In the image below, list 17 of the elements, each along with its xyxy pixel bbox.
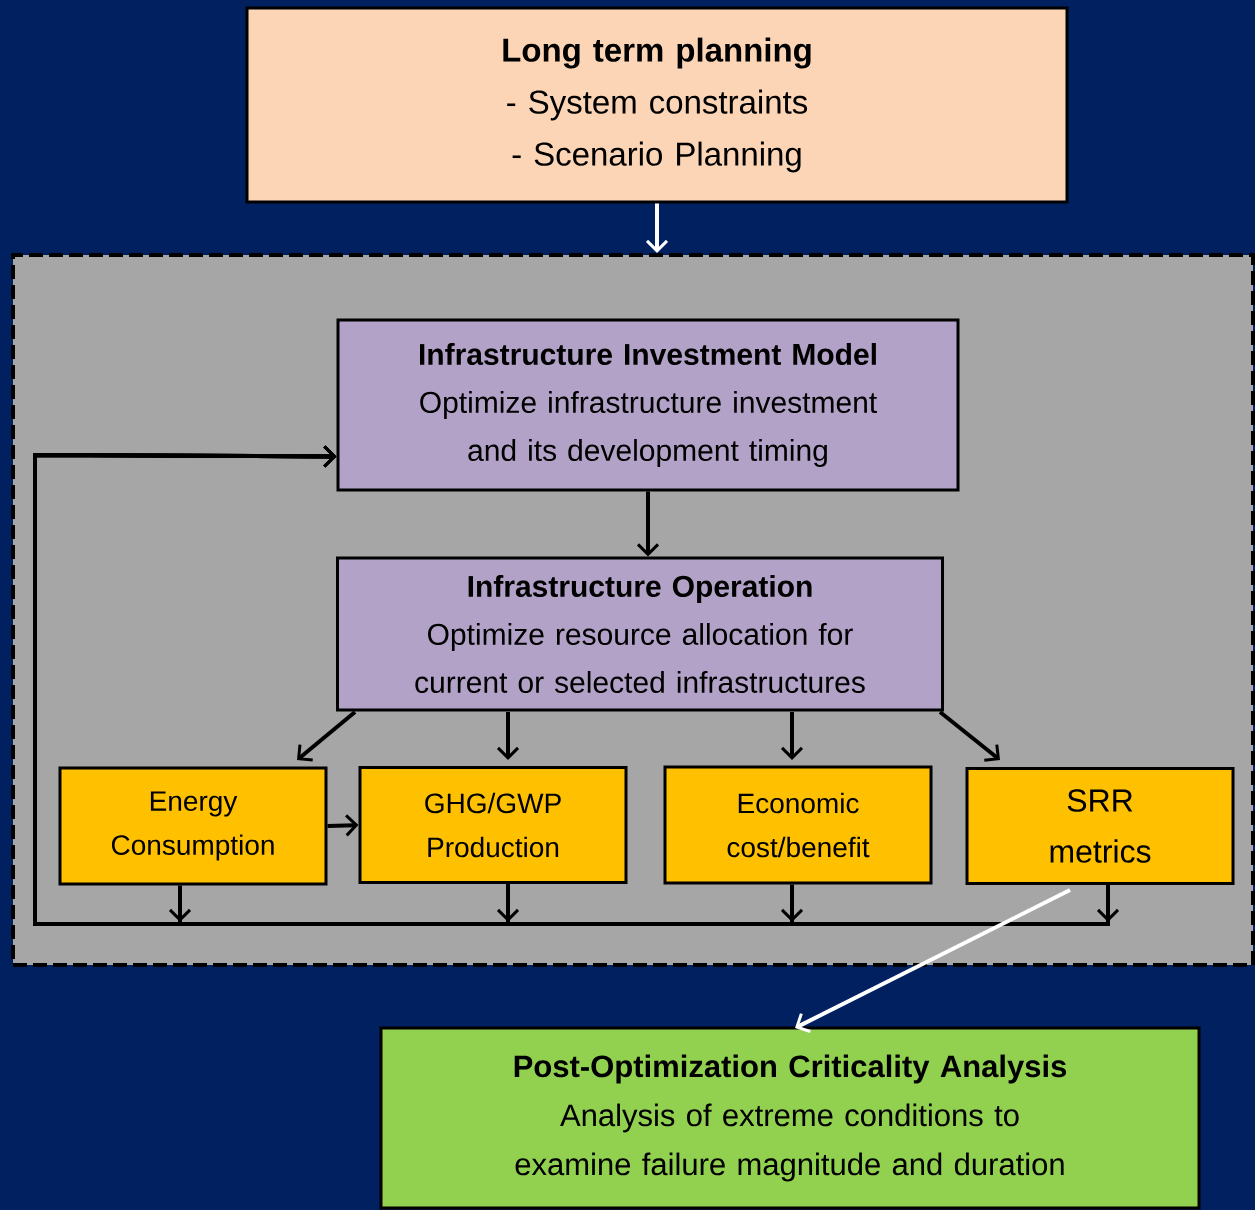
process-box: Infrastructure Investment Model Optimize infrastructure investment and its development timing (336, 318, 960, 492)
arrow (496, 712, 520, 760)
output-box: GHG/GWP Production (358, 766, 628, 884)
arrow (795, 888, 1071, 1033)
output-box: Economic cost/benefit (663, 765, 933, 885)
arrow (780, 712, 804, 760)
output-box: Energy Consumption (58, 766, 328, 886)
arrow (938, 710, 1000, 762)
output-box: SRR metrics (965, 767, 1235, 885)
arrow (297, 710, 357, 762)
arrow (636, 491, 660, 557)
process-box: Infrastructure Operation Optimize resource allocation for current or selected infrastructures (336, 556, 944, 712)
arrow (33, 445, 1120, 926)
planning-box: Long term planning - System constraints - Scenario Planning (245, 6, 1069, 204)
arrow (645, 203, 669, 253)
analysis-box: Post-Optimization Criticality Analysis Analysis of extreme conditions to examine failure magnitude and duration (379, 1026, 1201, 1210)
arrow (327, 814, 359, 837)
